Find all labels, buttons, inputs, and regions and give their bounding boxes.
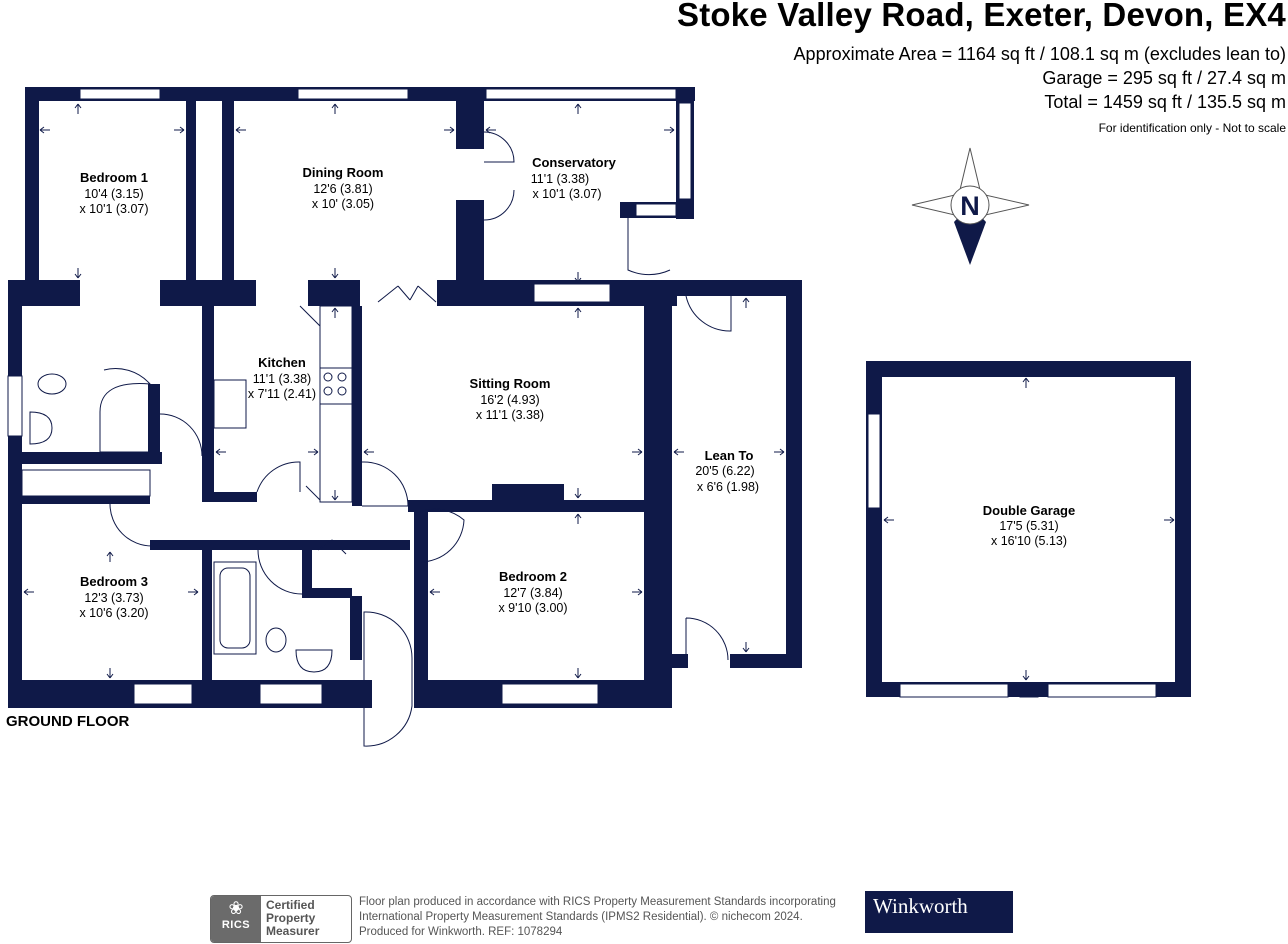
room-dining-room: Dining Room 12'6 (3.81) x 10' (3.05) <box>303 165 384 211</box>
rics-crest-icon: ❀ <box>228 898 244 918</box>
room-conservatory: Conservatory 11'1 (3.38) x 10'1 (3.07) <box>531 155 617 201</box>
compass-letter: N <box>960 191 980 221</box>
approximate-area: Approximate Area = 1164 sq ft / 108.1 sq… <box>793 44 1286 64</box>
room-name: Bedroom 1 <box>80 170 148 185</box>
room-name: Dining Room <box>303 165 384 180</box>
room-dim: 10'4 (3.15) <box>84 187 143 201</box>
room-dim: x 10' (3.05) <box>312 197 374 211</box>
footer-text: Floor plan produced in accordance with R… <box>359 895 836 940</box>
footer-line: Floor plan produced in accordance with R… <box>359 896 836 908</box>
rics-badge-line: Measurer <box>266 924 320 938</box>
fixtures <box>21 305 353 673</box>
room-dim: 11'1 (3.38) <box>253 372 311 386</box>
room-dim: 12'6 (3.81) <box>313 182 372 196</box>
walls <box>8 87 1191 708</box>
identification-note: For identification only - Not to scale <box>1098 121 1286 135</box>
brand-logo: Winkworth <box>865 891 1013 933</box>
room-labels: Bedroom 1 10'4 (3.15) x 10'1 (3.07) Dini… <box>79 155 1075 620</box>
doors <box>103 131 732 747</box>
room-bedroom-3: Bedroom 3 12'3 (3.73) x 10'6 (3.20) <box>79 574 148 620</box>
room-dim: x 9'10 (3.00) <box>498 601 567 615</box>
room-double-garage: Double Garage 17'5 (5.31) x 16'10 (5.13) <box>983 503 1075 548</box>
room-dim: 16'2 (4.93) <box>480 393 539 407</box>
dimension-arrows <box>23 103 1175 681</box>
rics-badge-text: Certified Property Measurer <box>266 899 319 938</box>
room-bedroom-1: Bedroom 1 10'4 (3.15) x 10'1 (3.07) <box>79 170 148 216</box>
room-name: Lean To <box>705 448 754 463</box>
room-dim: 17'5 (5.31) <box>999 519 1058 533</box>
room-name: Conservatory <box>532 155 617 170</box>
page-title: Stoke Valley Road, Exeter, Devon, EX4 <box>676 0 1286 33</box>
room-name: Bedroom 3 <box>80 574 148 589</box>
room-name: Sitting Room <box>470 376 551 391</box>
compass-icon: N <box>911 147 1030 265</box>
garage-area: Garage = 295 sq ft / 27.4 sq m <box>1042 68 1286 88</box>
footer-line: International Property Measurement Stand… <box>359 911 803 923</box>
total-area: Total = 1459 sq ft / 135.5 sq m <box>1044 92 1286 112</box>
footer-line: Produced for Winkworth. REF: 1078294 <box>359 926 563 938</box>
room-dim: 12'3 (3.73) <box>84 591 143 605</box>
room-dim: x 10'6 (3.20) <box>79 606 148 620</box>
rics-logo-text: RICS <box>221 919 251 931</box>
windows <box>7 88 1157 705</box>
rics-badge-line: Certified <box>266 898 315 912</box>
room-dim: 12'7 (3.84) <box>503 586 562 600</box>
room-dim: 11'1 (3.38) <box>531 172 589 186</box>
room-dim: x 10'1 (3.07) <box>532 187 601 201</box>
floor-label: GROUND FLOOR <box>6 713 130 730</box>
room-dim: x 16'10 (5.13) <box>991 534 1067 548</box>
room-dim: x 6'6 (1.98) <box>697 480 759 494</box>
room-kitchen: Kitchen 11'1 (3.38) x 7'11 (2.41) <box>248 355 316 401</box>
room-dim: x 10'1 (3.07) <box>79 202 148 216</box>
room-name: Double Garage <box>983 503 1075 518</box>
rics-logo: ❀ RICS <box>211 896 261 942</box>
rics-badge: ❀ RICS Certified Property Measurer <box>210 895 352 943</box>
room-name: Bedroom 2 <box>499 569 567 584</box>
room-dim: x 7'11 (2.41) <box>248 387 316 401</box>
room-dim: 20'5 (6.22) <box>695 464 754 478</box>
room-lean-to: Lean To 20'5 (6.22) x 6'6 (1.98) <box>695 448 759 494</box>
room-bedroom-2: Bedroom 2 12'7 (3.84) x 9'10 (3.00) <box>498 569 567 615</box>
room-dim: x 11'1 (3.38) <box>476 408 544 422</box>
room-sitting-room: Sitting Room 16'2 (4.93) x 11'1 (3.38) <box>470 376 551 422</box>
room-name: Kitchen <box>258 355 306 370</box>
rics-badge-line: Property <box>266 911 316 925</box>
